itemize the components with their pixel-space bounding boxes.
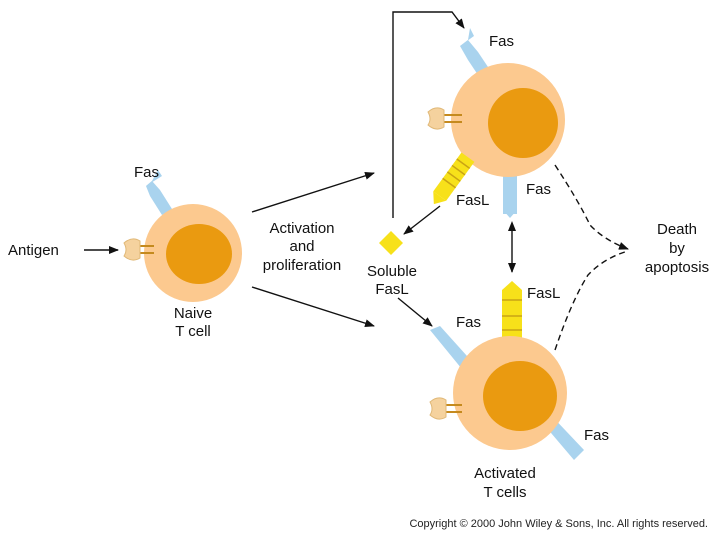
feedback-loop-arrow: [392, 11, 465, 218]
tcr-receptor-naive: [123, 238, 154, 261]
death-arrow-bottom: [554, 250, 629, 351]
fas-receptor-naive: [146, 170, 172, 215]
death-label-line2: by: [669, 240, 685, 257]
soluble-to-bottom-arrow: [397, 297, 433, 327]
fas-label-top: Fas: [489, 33, 514, 50]
death-label-line3: apoptosis: [645, 259, 709, 276]
fas-label-top-right: Fas: [526, 181, 551, 198]
activated-label-line1: Activated: [474, 465, 536, 482]
fasl-release-arrow: [403, 205, 441, 235]
soluble-fasl-label-line2: FasL: [375, 281, 408, 298]
activation-label-line3: proliferation: [263, 257, 341, 274]
naive-label-line2: T cell: [175, 323, 211, 340]
soluble-fasl-diamond: [379, 231, 403, 255]
fasl-label-top: FasL: [456, 192, 489, 209]
activated-t-cell-bottom: [429, 281, 584, 460]
death-label-line1: Death: [657, 221, 697, 238]
fas-label-bottom-right: Fas: [584, 427, 609, 444]
activation-label-line2: and: [289, 238, 314, 255]
fas-label-naive: Fas: [134, 164, 159, 181]
naive-cell-nucleus: [166, 224, 232, 284]
fasl-ligand-bottom: [502, 281, 522, 346]
activated-label-line2: T cells: [483, 484, 526, 501]
soluble-fasl-label-line1: Soluble: [367, 263, 417, 280]
copyright-notice: Copyright © 2000 John Wiley & Sons, Inc.…: [409, 518, 708, 530]
naive-label-line1: Naive: [174, 305, 212, 322]
antigen-label: Antigen: [8, 242, 59, 259]
death-arrow-top: [554, 164, 629, 250]
activation-label-line1: Activation: [269, 220, 334, 237]
fas-label-bottom-left: Fas: [456, 314, 481, 331]
activation-arrow-down: [251, 286, 375, 328]
activated-t-cell-top: [427, 28, 565, 218]
top-cell-nucleus: [488, 88, 558, 158]
tcr-receptor-bottom: [429, 397, 462, 420]
fasl-ligand-top: [433, 152, 475, 205]
bottom-cell-nucleus: [483, 361, 557, 431]
arrows: [84, 11, 629, 351]
naive-t-cell: [123, 170, 242, 302]
activation-arrow-up: [251, 171, 375, 213]
fas-receptor-top-bottom: [503, 166, 517, 214]
tcr-receptor-top: [427, 107, 462, 130]
fasl-label-bottom: FasL: [527, 285, 560, 302]
